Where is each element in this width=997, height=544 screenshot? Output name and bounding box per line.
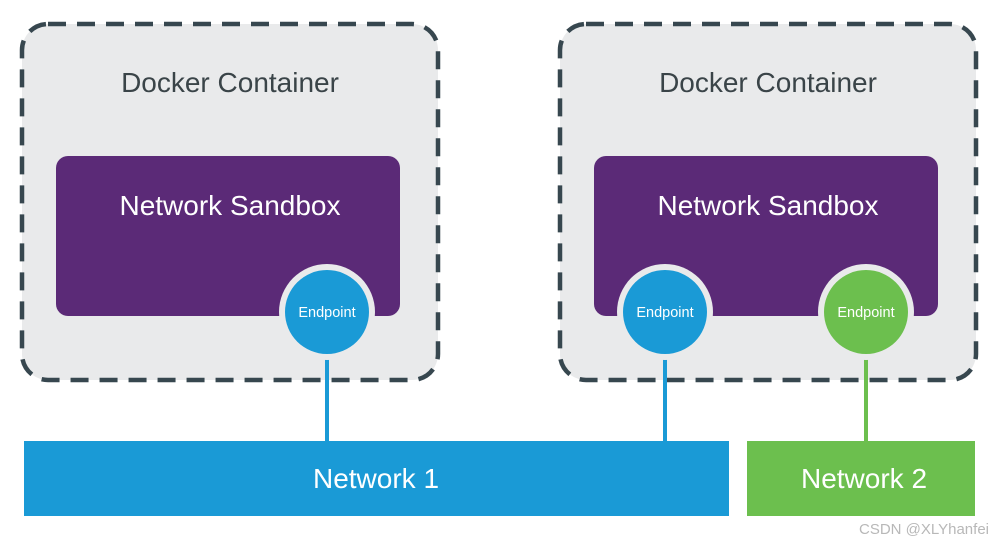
- endpoint-3-label: Endpoint: [837, 305, 894, 321]
- network-1-bar: Network 1: [24, 441, 729, 516]
- network-2-bar: Network 2: [747, 441, 975, 516]
- endpoint-2: Endpoint: [617, 264, 713, 360]
- endpoint-2-label: Endpoint: [636, 305, 693, 321]
- sandbox-1-title: Network Sandbox: [119, 190, 340, 221]
- watermark: CSDN @XLYhanfei: [858, 521, 989, 538]
- network-1-label: Network 1: [313, 463, 439, 494]
- sandbox-2-title: Network Sandbox: [657, 190, 878, 221]
- endpoint-3: Endpoint: [818, 264, 914, 360]
- endpoint-1-label: Endpoint: [298, 305, 355, 321]
- network-2-label: Network 2: [801, 463, 927, 494]
- docker-container-1: Docker Container Network Sandbox: [19, 21, 441, 383]
- container-2-title: Docker Container: [659, 67, 877, 98]
- container-1-title: Docker Container: [121, 67, 339, 98]
- endpoint-1: Endpoint: [279, 264, 375, 360]
